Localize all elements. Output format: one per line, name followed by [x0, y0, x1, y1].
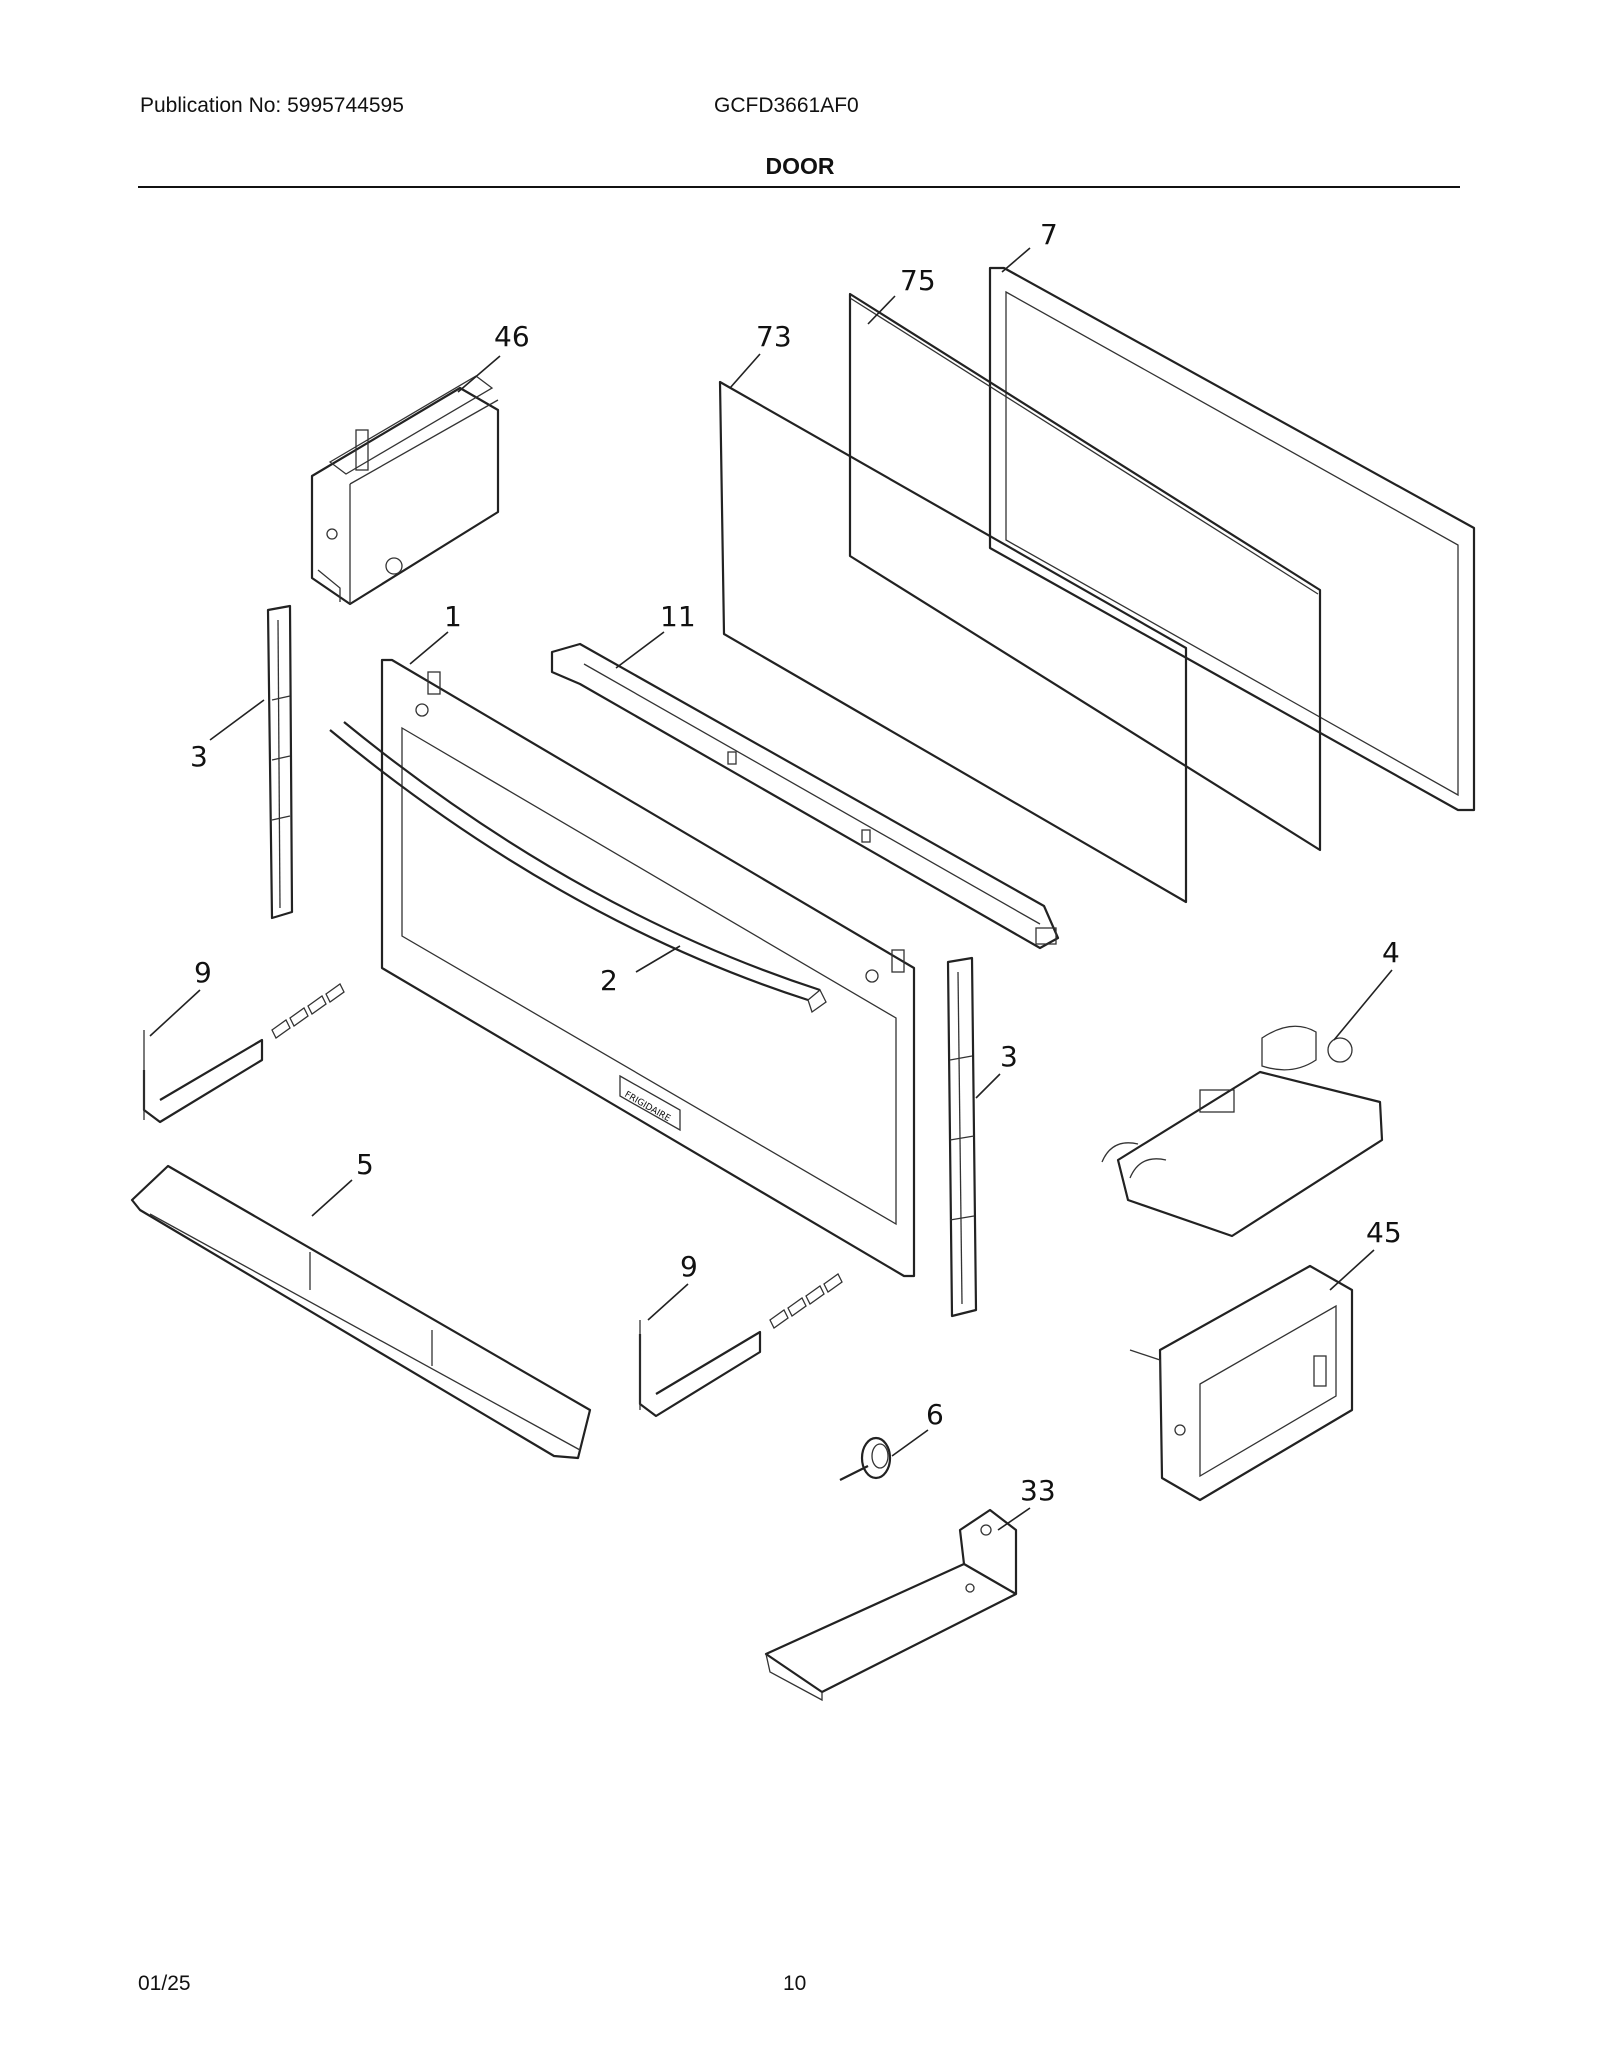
part-5-bottom-trim [130, 1164, 592, 1460]
callout-45: 45 [1366, 1216, 1402, 1249]
part-33-bottom-bracket [764, 1508, 1018, 1702]
part-45-lower-bracket [1129, 1264, 1354, 1502]
panel-badge: FRIGIDAIRE [623, 1090, 673, 1124]
section-title: DOOR [765, 153, 835, 179]
callout-7: 7 [1040, 218, 1058, 251]
leader-lines [149, 247, 1393, 1531]
part-9-hinge-right [638, 1273, 843, 1418]
callout-3-left: 3 [190, 740, 208, 773]
callout-73: 73 [756, 320, 792, 353]
part-46-upper-bracket [310, 375, 500, 606]
part-11-top-trim [550, 642, 1060, 950]
callout-9-left: 9 [194, 956, 212, 989]
callout-6: 6 [926, 1398, 944, 1431]
part-7-outer-glass [988, 266, 1476, 812]
model-number: GCFD3661AF0 [714, 94, 859, 117]
part-2-door-handle [329, 721, 827, 1014]
callout-11: 11 [660, 600, 696, 633]
part-75-middle-glass [848, 292, 1322, 852]
part-73-inner-glass [718, 380, 1188, 904]
part-3-left-side-rail [266, 604, 294, 920]
part-9-hinge-left [142, 983, 345, 1124]
part-6-gear [839, 1436, 892, 1481]
part-1-door-frame: FRIGIDAIRE [380, 658, 916, 1278]
page-number: 10 [783, 1972, 807, 1995]
callout-3-right: 3 [1000, 1040, 1018, 1073]
callout-46: 46 [494, 320, 530, 353]
callout-labels: 7 75 73 46 1 11 3 3 2 4 9 9 5 45 6 33 [190, 218, 1402, 1507]
callout-2: 2 [600, 964, 618, 997]
header-rule [138, 186, 1460, 188]
publication-number: Publication No: 5995744595 [140, 94, 404, 117]
part-3-right-side-rail [946, 956, 978, 1318]
part-4-door-latch [1101, 1025, 1384, 1238]
callout-9-right: 9 [680, 1250, 698, 1283]
callout-75: 75 [900, 264, 936, 297]
callout-5: 5 [356, 1148, 374, 1181]
callout-4: 4 [1382, 936, 1400, 969]
callout-33: 33 [1020, 1474, 1056, 1507]
footer-date: 01/25 [138, 1972, 191, 1995]
callout-1: 1 [444, 600, 462, 633]
